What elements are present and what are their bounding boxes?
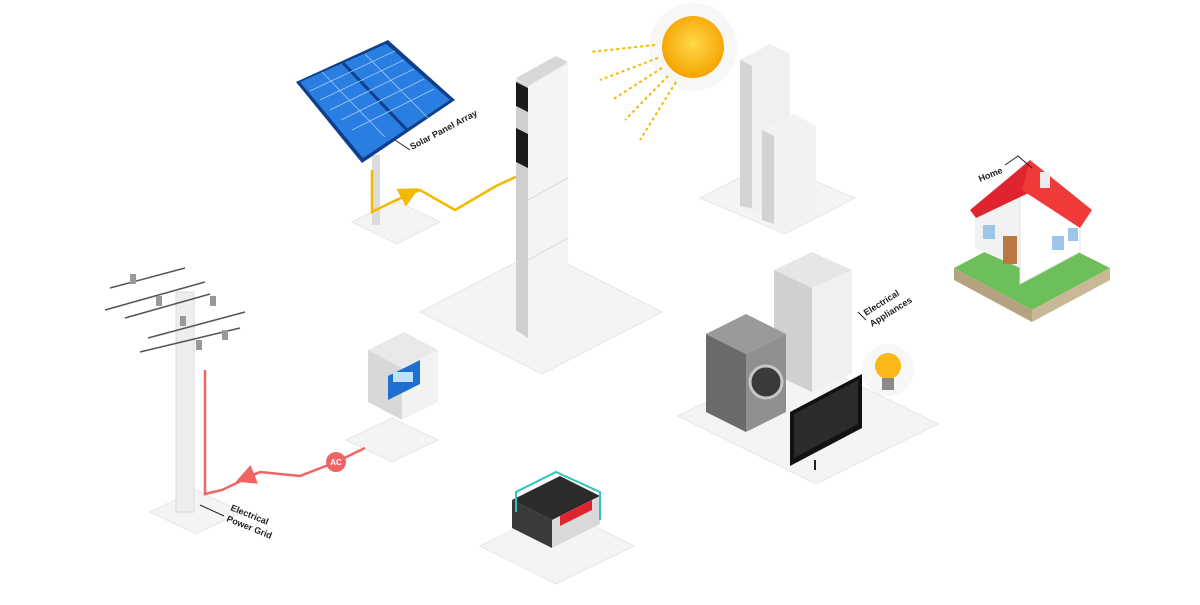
ac-badge: AC	[326, 452, 346, 472]
solar-panel-icon	[296, 40, 455, 225]
battery-stack-icon	[740, 44, 816, 228]
home-label-text: Home	[977, 165, 1004, 184]
ac-badge-text: AC	[330, 458, 342, 467]
tv-icon	[790, 374, 862, 470]
home-icon	[954, 160, 1110, 322]
sun-icon	[589, 3, 737, 141]
solar-flow-line	[370, 170, 521, 215]
battery-inverter-icon	[516, 56, 569, 338]
generator-icon	[512, 470, 601, 548]
power-pole-icon	[104, 267, 246, 513]
light-bulb-icon	[862, 344, 914, 396]
washing-machine-icon	[706, 314, 786, 432]
meter-icon	[368, 332, 438, 420]
grid-flow-line	[203, 370, 366, 496]
appliances-label: Electrical Appliances	[857, 288, 914, 329]
